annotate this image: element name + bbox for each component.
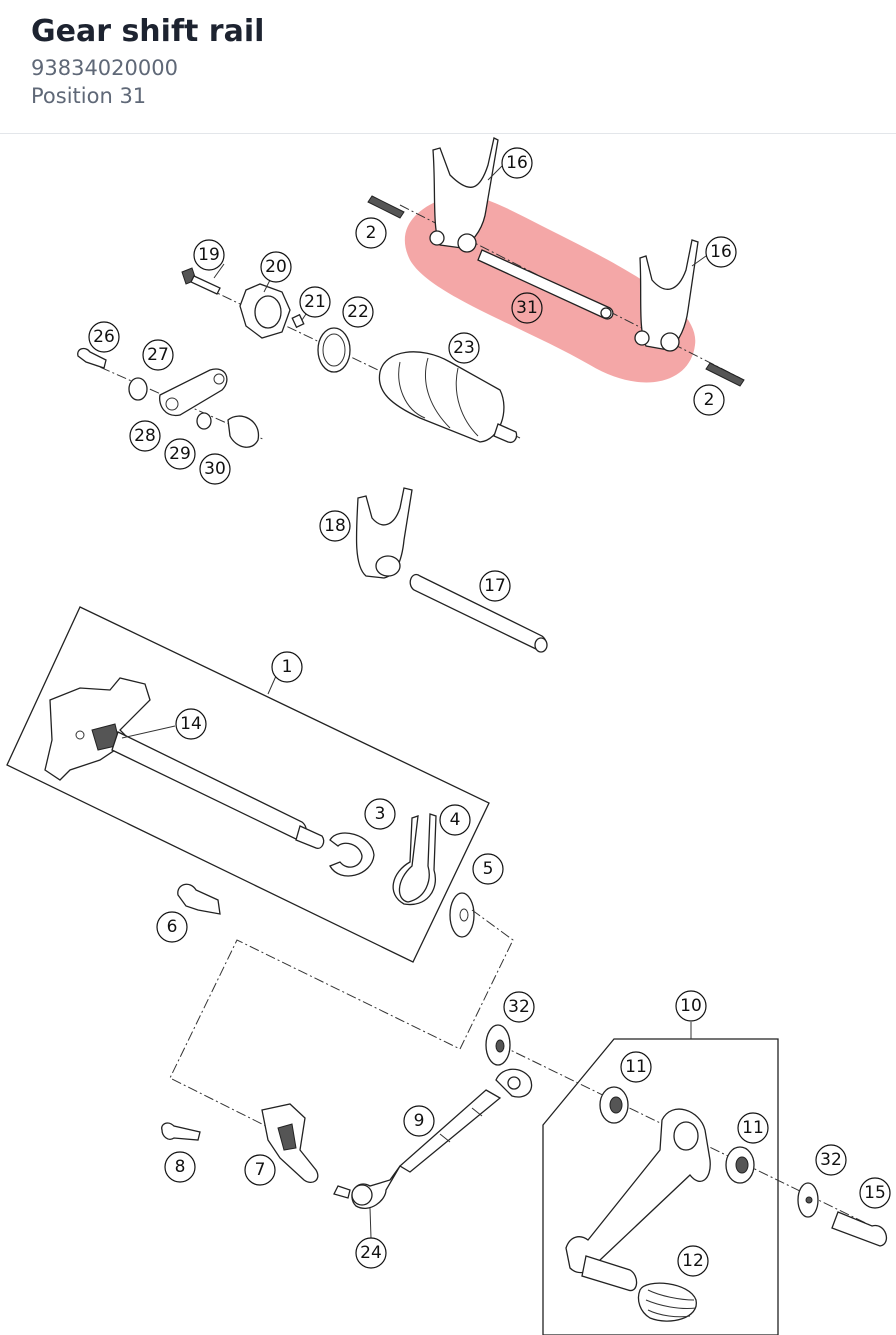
svg-text:8: 8 (175, 1157, 186, 1177)
shift-lever-group (485, 1024, 881, 1335)
callout-18: 18 (319, 510, 351, 542)
callout-10: 10 (675, 990, 707, 1022)
part-number: 93834020000 (31, 56, 178, 80)
svg-text:28: 28 (134, 426, 156, 446)
header: Gear shift rail 93834020000 Position 31 (0, 0, 896, 134)
callout-29: 29 (164, 438, 196, 470)
position-label: Position 31 (31, 84, 147, 108)
svg-text:11: 11 (625, 1057, 647, 1077)
washer-5 (449, 892, 475, 938)
callout-7: 7 (244, 1154, 276, 1186)
svg-text:22: 22 (347, 302, 369, 322)
svg-text:14: 14 (180, 714, 202, 734)
svg-text:11: 11 (742, 1118, 764, 1138)
callout-19: 19 (193, 239, 225, 271)
callout-3: 3 (364, 798, 396, 830)
shift-drum-assembly (181, 267, 521, 444)
callout-20: 20 (260, 251, 292, 283)
leader-lines (121, 165, 707, 1239)
svg-text:31: 31 (516, 298, 538, 318)
callout-24: 24 (355, 1237, 387, 1269)
svg-text:30: 30 (204, 459, 226, 479)
svg-text:16: 16 (710, 242, 732, 262)
callouts: 16 16 2 2 31 19 20 21 22 23 26 27 28 29 … (88, 147, 891, 1277)
top-shift-assembly (367, 137, 745, 387)
callout-26: 26 (88, 321, 120, 353)
svg-text:2: 2 (704, 390, 715, 410)
callout-6: 6 (156, 911, 188, 943)
svg-text:21: 21 (304, 292, 326, 312)
svg-text:29: 29 (169, 444, 191, 464)
callout-14: 14 (175, 708, 207, 740)
callout-11-left: 11 (620, 1051, 652, 1083)
callout-2-right: 2 (693, 384, 725, 416)
callout-31: 31 (511, 292, 543, 324)
callout-4: 4 (439, 804, 471, 836)
svg-text:2: 2 (366, 223, 377, 243)
callout-16-right: 16 (705, 236, 737, 268)
callout-9: 9 (403, 1105, 435, 1137)
page-title: Gear shift rail (31, 14, 265, 49)
svg-text:24: 24 (360, 1243, 382, 1263)
svg-text:10: 10 (680, 996, 702, 1016)
svg-text:12: 12 (682, 1251, 704, 1271)
linkage-path (169, 909, 514, 1129)
svg-text:7: 7 (255, 1160, 266, 1180)
callout-2-left: 2 (355, 217, 387, 249)
callout-21: 21 (299, 286, 331, 318)
svg-text:15: 15 (864, 1183, 886, 1203)
svg-text:6: 6 (167, 917, 178, 937)
callout-30: 30 (199, 453, 231, 485)
callout-1: 1 (271, 651, 303, 683)
callout-22: 22 (342, 296, 374, 328)
shift-shaft-group (6, 606, 490, 963)
callout-11-right: 11 (737, 1112, 769, 1144)
svg-text:23: 23 (453, 338, 475, 358)
callout-27: 27 (142, 339, 174, 371)
svg-text:32: 32 (508, 997, 530, 1017)
svg-text:3: 3 (375, 804, 386, 824)
callout-28: 28 (129, 420, 161, 452)
svg-text:4: 4 (450, 810, 461, 830)
svg-text:18: 18 (324, 516, 346, 536)
svg-text:5: 5 (483, 859, 494, 879)
callout-17: 17 (479, 570, 511, 602)
linkage-rod-group (161, 1068, 533, 1209)
detent-lever-assembly (77, 347, 266, 448)
callout-8: 8 (164, 1151, 196, 1183)
washer-bolt-right (797, 1182, 888, 1247)
callout-16-top: 16 (501, 147, 533, 179)
svg-text:27: 27 (147, 345, 169, 365)
callout-23: 23 (448, 332, 480, 364)
callout-15: 15 (859, 1177, 891, 1209)
callout-32-left: 32 (503, 991, 535, 1023)
callout-5: 5 (472, 853, 504, 885)
svg-text:16: 16 (506, 153, 528, 173)
callout-32-right: 32 (815, 1144, 847, 1176)
callout-12: 12 (677, 1245, 709, 1277)
fork-18-rail-17 (355, 487, 548, 653)
svg-text:17: 17 (484, 576, 506, 596)
pin-6 (177, 883, 221, 915)
svg-text:32: 32 (820, 1150, 842, 1170)
svg-text:19: 19 (198, 245, 220, 265)
svg-text:1: 1 (282, 657, 293, 677)
svg-text:9: 9 (414, 1111, 425, 1131)
svg-text:26: 26 (93, 327, 115, 347)
svg-text:20: 20 (265, 257, 287, 277)
